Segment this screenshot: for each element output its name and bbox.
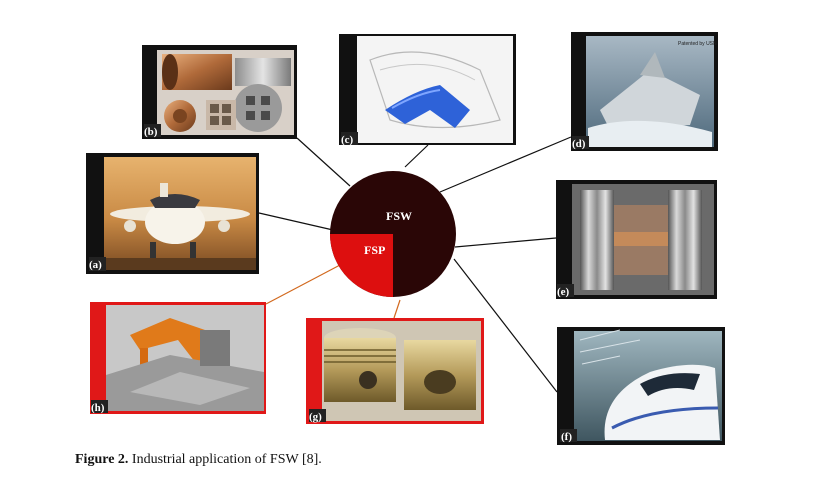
- panel-label-a: (a): [89, 259, 102, 271]
- figure-caption: Figure 2. Industrial application of FSW …: [75, 452, 322, 468]
- pie-label-fsp: FSP: [364, 243, 385, 257]
- panel-e-rotor: (e): [556, 180, 717, 299]
- panel-label-d: (d): [572, 138, 586, 150]
- connector-lines: [258, 136, 572, 393]
- connector-fsw-b: [296, 137, 351, 187]
- ship-caption-text: Patented by USN: [678, 41, 717, 47]
- connector-fsp-g: [393, 299, 401, 319]
- panel-label-e: (e): [557, 286, 570, 298]
- panel-label-b: (b): [144, 126, 158, 138]
- figure-caption-label: Figure 2.: [75, 452, 129, 467]
- panel-a-aircraft: (a): [86, 153, 259, 274]
- pie-slice-fsp: [330, 234, 393, 297]
- panel-label-f: (f): [561, 431, 572, 443]
- connector-fsw-a: [258, 212, 334, 231]
- figure-caption-text: Industrial application of FSW [8].: [128, 452, 322, 467]
- panel-label-h: (h): [91, 402, 105, 414]
- panel-label-c: (c): [341, 134, 354, 146]
- connector-fsw-f: [453, 258, 558, 393]
- connector-fsw-d: [439, 136, 572, 193]
- panel-d-ship: Patented by USN (d): [571, 32, 718, 151]
- panel-f-train: (f): [557, 327, 725, 445]
- panel-c-cad-section: (c): [339, 34, 516, 146]
- pie-label-fsw: FSW: [386, 209, 412, 223]
- panel-label-g: (g): [309, 411, 322, 423]
- fsw-fsp-pie: FSW FSP: [330, 171, 456, 297]
- panel-b-copper-parts: (b): [142, 45, 297, 139]
- connector-fsw-c: [404, 144, 429, 168]
- panel-h-robot: (h): [90, 302, 266, 414]
- connector-fsp-h: [265, 264, 341, 305]
- panel-g-piston: (g): [306, 318, 484, 424]
- connector-fsw-e: [454, 237, 557, 248]
